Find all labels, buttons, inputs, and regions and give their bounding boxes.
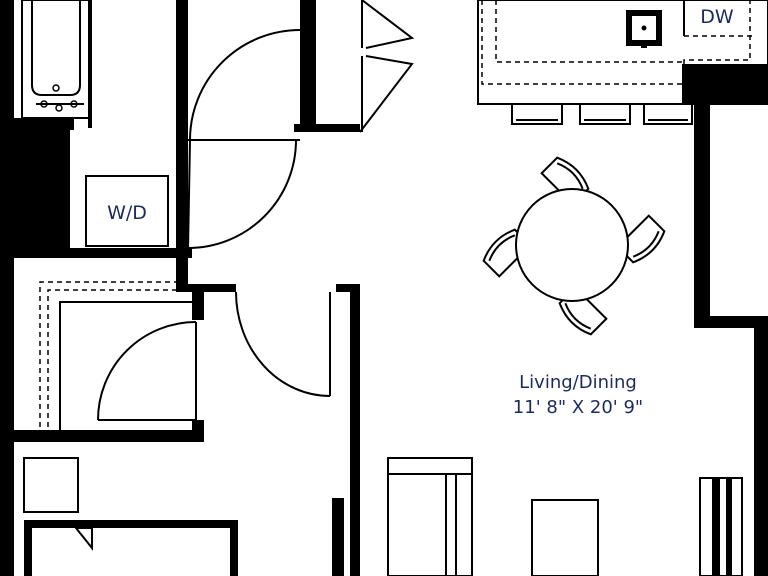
hall-closet — [14, 281, 236, 442]
room-name-label: Living/Dining — [519, 372, 637, 393]
bifold-closet-door — [359, 0, 415, 133]
room-dimensions-label: 11' 8" X 20' 9" — [513, 397, 643, 418]
closet-top-walls — [176, 0, 360, 142]
door-swing-icon — [188, 29, 301, 141]
door-swing-icon — [235, 291, 331, 397]
bathtub-icon — [21, 0, 91, 119]
bar-stool-icon — [643, 103, 693, 125]
bed — [24, 520, 238, 576]
washer-dryer-label: W/D — [107, 202, 147, 224]
chair-icon — [616, 214, 666, 264]
laundry-closet: W/D — [14, 140, 192, 284]
bar-stool-icon — [579, 103, 631, 125]
bathroom — [14, 0, 92, 130]
coffee-table — [531, 499, 599, 576]
dining-table-icon — [482, 156, 666, 336]
bedroom — [23, 284, 360, 576]
door-swing-icon — [187, 139, 297, 251]
left-exterior-wall — [0, 0, 70, 576]
sink-icon — [626, 10, 662, 48]
kitchen: DW — [477, 0, 768, 105]
bar-stools — [511, 103, 693, 125]
nightstand — [23, 457, 79, 513]
right-exterior-wall — [694, 104, 768, 576]
washer-dryer-unit — [85, 175, 169, 247]
dishwasher-label: DW — [700, 6, 734, 28]
media-console — [699, 477, 743, 576]
bar-stool-icon — [511, 103, 563, 125]
sofa-icon — [387, 457, 473, 576]
